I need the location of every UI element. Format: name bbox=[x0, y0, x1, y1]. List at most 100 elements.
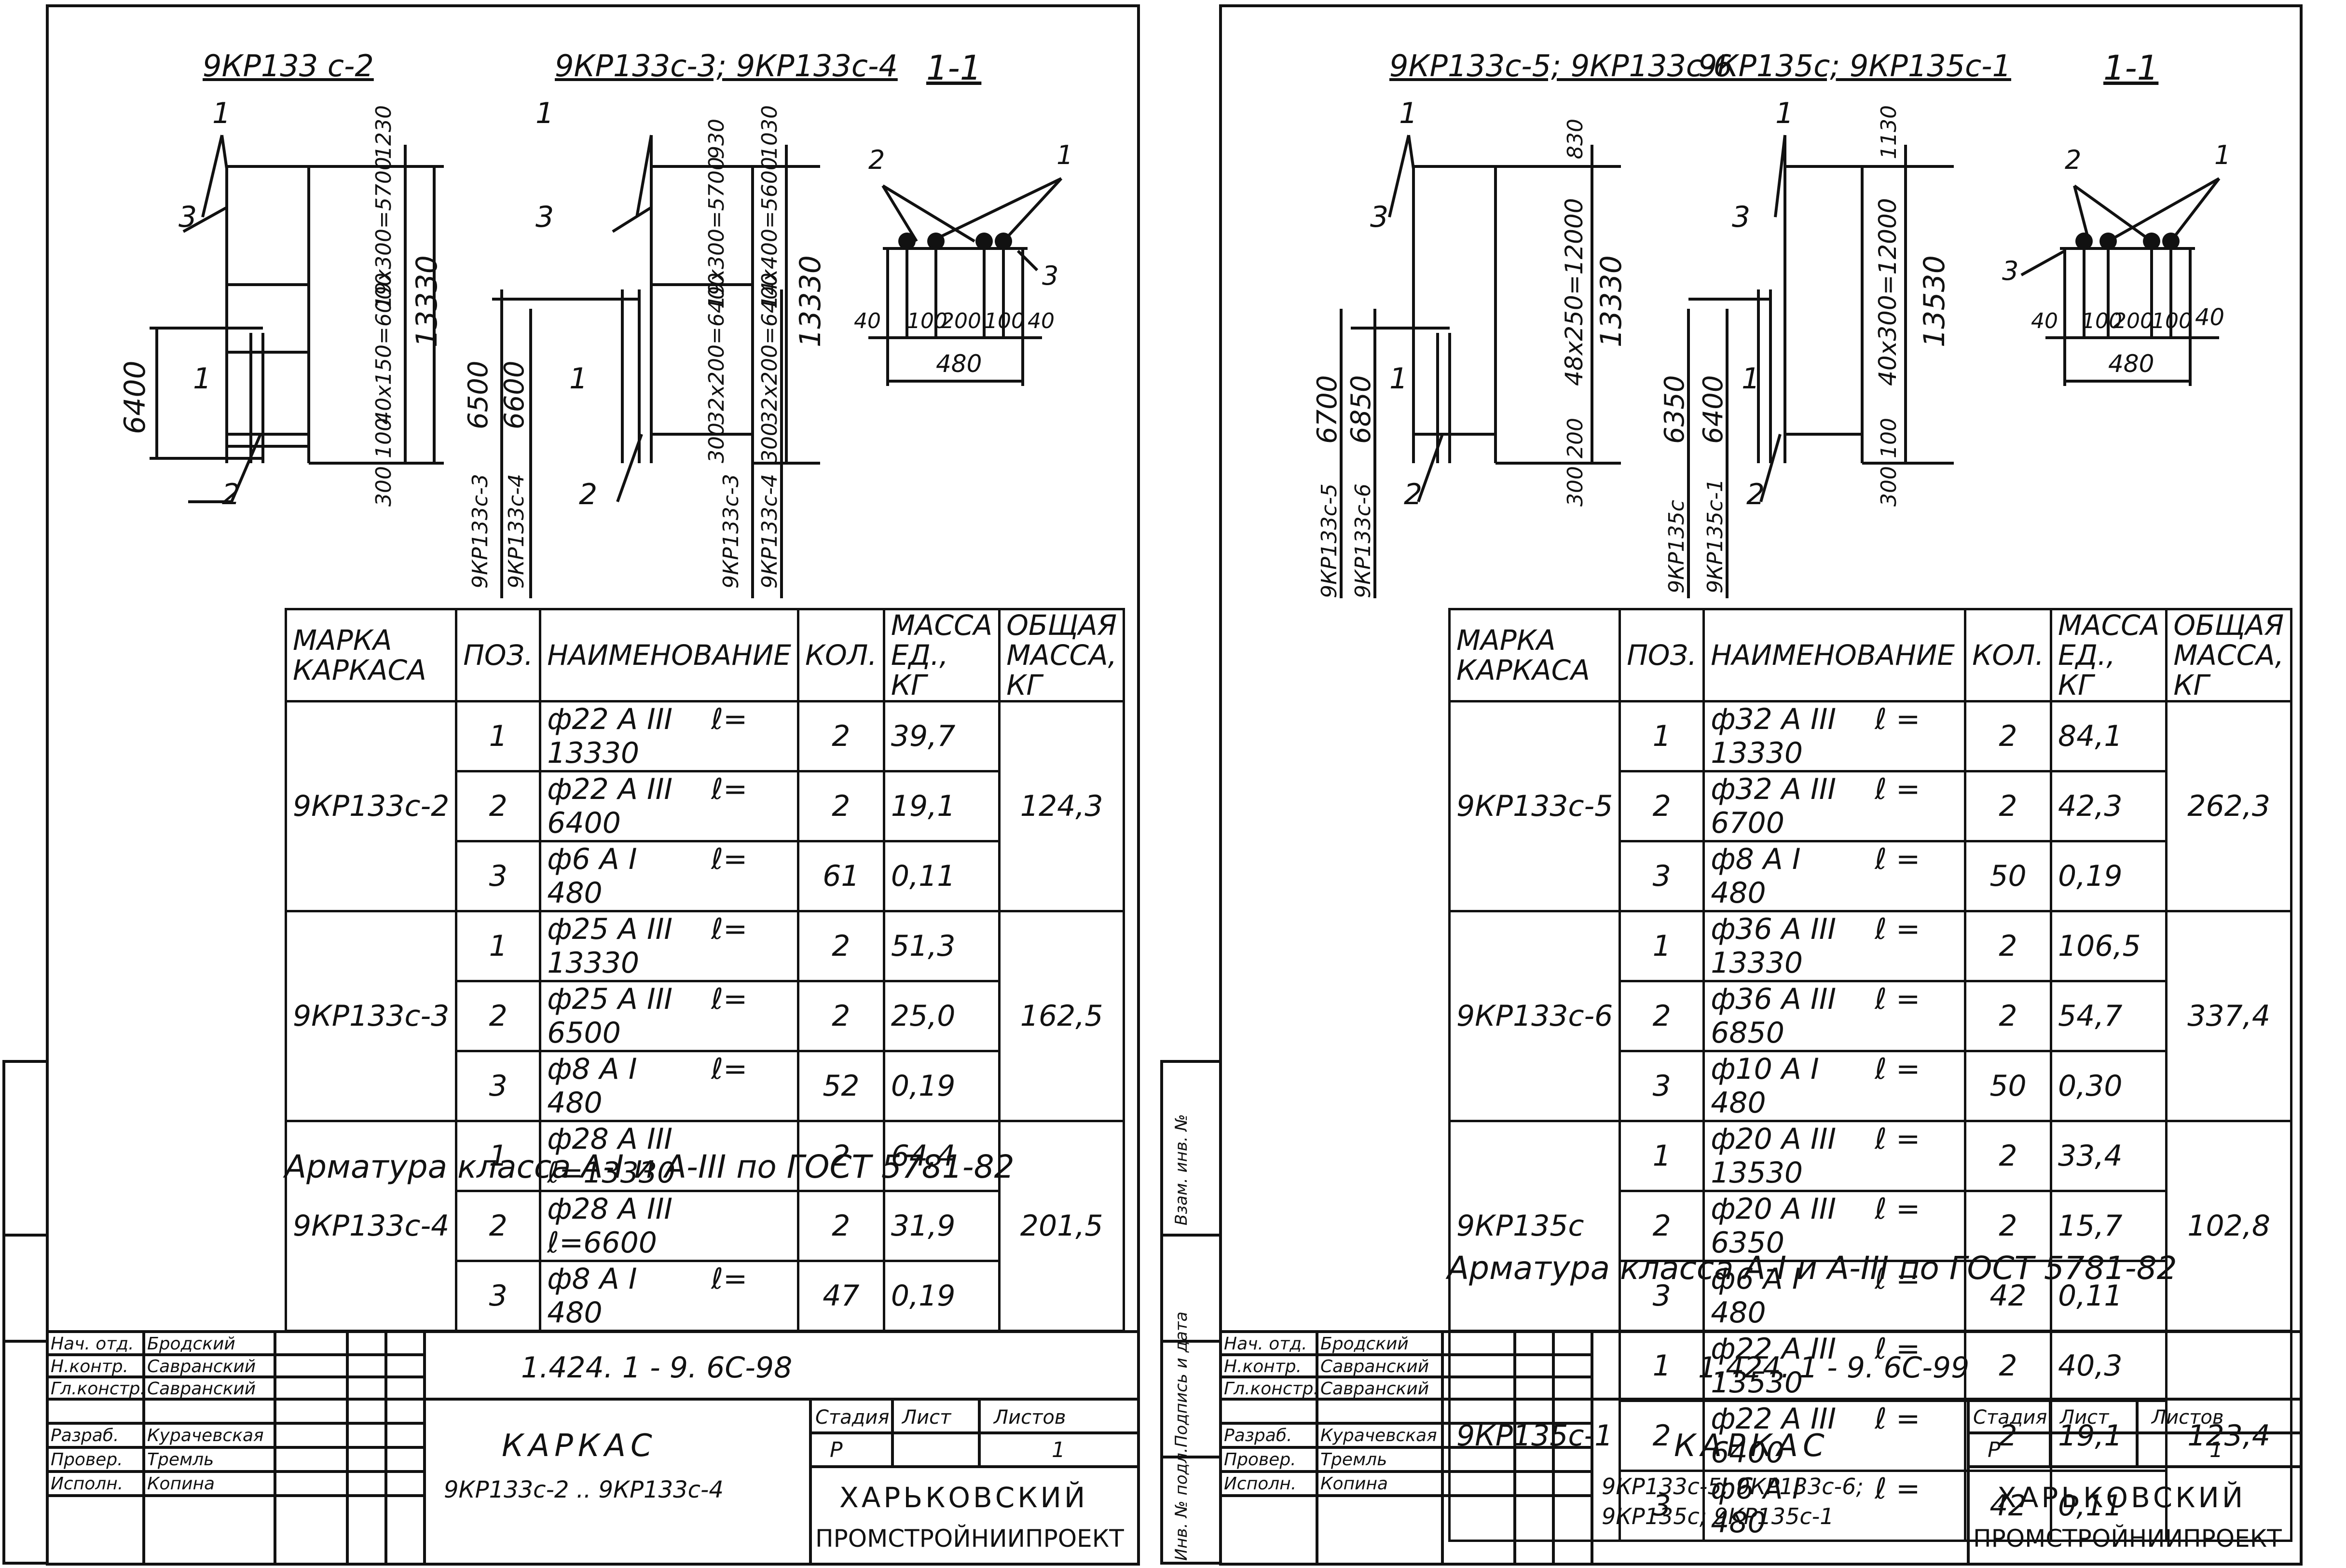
pos-label-2b: 2 bbox=[579, 478, 598, 511]
staff-name: Тремль bbox=[1320, 1450, 1387, 1470]
cell-qty: 2 bbox=[1964, 700, 2052, 772]
col-qty: КОЛ. bbox=[796, 608, 885, 702]
rebar-diameter: ф28 А III bbox=[547, 1122, 673, 1156]
cell-mass: 84,1 bbox=[2049, 700, 2168, 772]
cell-mark: 9КР133с-6 bbox=[1448, 910, 1621, 1122]
staff-name: Копина bbox=[1320, 1474, 1388, 1494]
cell-pos: 1 bbox=[1619, 700, 1705, 772]
rebar-length: ℓ= 6500 bbox=[547, 982, 748, 1050]
staff-role: Разраб. bbox=[1224, 1426, 1292, 1445]
staff-role: Исполн. bbox=[1224, 1474, 1297, 1494]
pos-label-3: 3 bbox=[178, 200, 197, 234]
cell-qty: 2 bbox=[796, 980, 885, 1052]
cell-qty: 2 bbox=[1964, 910, 2052, 982]
sec-dim-5: 40 bbox=[1028, 309, 1055, 333]
mark-a1: 9КР133с-5 bbox=[1317, 483, 1342, 598]
cell-mass: 0,11 bbox=[2049, 1470, 2168, 1542]
cell-name: ф28 А IIIℓ=13330 bbox=[539, 1120, 799, 1192]
rebar-length: ℓ= 13330 bbox=[547, 702, 748, 770]
rebar-diameter: ф32 А III bbox=[1711, 772, 1837, 806]
cell-qty: 2 bbox=[796, 910, 885, 982]
rebar-diameter: ф22 А III bbox=[547, 702, 673, 736]
rebar-diameter: ф6 А I bbox=[1711, 1472, 1801, 1506]
staff-role: Нач. отд. bbox=[1224, 1334, 1307, 1354]
rebar-length: ℓ = 13330 bbox=[1711, 912, 1921, 980]
cell-pos: 1 bbox=[455, 700, 542, 772]
rebar-length: ℓ=13330 bbox=[547, 1156, 676, 1190]
sec-pos-2: 2 bbox=[868, 145, 885, 175]
org-line1: ХАРЬКОВСКИЙ bbox=[1997, 1481, 2246, 1514]
staff-name: Курачевская bbox=[147, 1426, 264, 1445]
rebar-diameter: ф8 А I bbox=[547, 1262, 637, 1296]
mark-b1: 9КР133с-3 bbox=[468, 474, 493, 589]
pos-label-1b: 1 bbox=[535, 96, 554, 130]
cell-mass: 0,11 bbox=[882, 840, 1001, 912]
cell-pos: 2 bbox=[1619, 980, 1705, 1052]
staff-name: Бродский bbox=[147, 1334, 235, 1354]
drawing-sheet-right: Инв. № подл. Подпись и дата Взам. инв. №… bbox=[1158, 0, 2306, 1568]
cell-qty: 2 bbox=[796, 700, 885, 772]
doc-code: 1.424. 1 - 9. 6С-98 bbox=[521, 1351, 793, 1385]
mark-b1: 9КР135с bbox=[1664, 500, 1689, 593]
cell-mass: 39,7 bbox=[882, 700, 1001, 772]
view-label-b: 9КР133с-3; 9КР133с-4 bbox=[555, 48, 898, 83]
sec-pos-2: 2 bbox=[2065, 145, 2082, 175]
doc-name: КАРКАС bbox=[1674, 1428, 1829, 1464]
cell-mass: 15,7 bbox=[2049, 1190, 2168, 1262]
h-sheets: Листов bbox=[2152, 1406, 2224, 1429]
dim-b3: 19х300=5700 bbox=[704, 157, 729, 309]
org-line2: ПРОМСТРОЙНИИПРОЕКТ bbox=[815, 1525, 1124, 1553]
dim-a1: 1230 bbox=[371, 105, 396, 159]
view-label-b: 9КР135с; 9КР135с-1 bbox=[1698, 48, 2011, 83]
sec-dim-5: 40 bbox=[2195, 304, 2225, 331]
pos-label-2b: 2 bbox=[1746, 478, 1765, 511]
dim-a6: 13330 bbox=[410, 255, 444, 347]
rebar-diameter: ф22 А III bbox=[547, 772, 673, 806]
dim-b5: 300 bbox=[1877, 466, 1901, 507]
cell-pos: 2 bbox=[455, 1190, 542, 1262]
col-pos: ПОЗ. bbox=[1619, 608, 1705, 702]
rebar-length: ℓ = 480 bbox=[1711, 842, 1921, 910]
dim-a4: 100 bbox=[371, 418, 396, 458]
cell-qty: 2 bbox=[1964, 770, 2052, 842]
col-mark: МАРКА КАРКАСА bbox=[1448, 608, 1621, 702]
rebar-length: ℓ = 6700 bbox=[1711, 772, 1921, 840]
doc-name-sub: 9КР133с-2 .. 9КР133с-4 bbox=[444, 1476, 724, 1503]
sec-total: 480 bbox=[2108, 350, 2154, 378]
sec-dim-1: 40 bbox=[854, 309, 881, 333]
sec-dim-1: 40 bbox=[2031, 309, 2058, 333]
view-label-a: 9КР133 с-2 bbox=[203, 48, 374, 83]
cell-mass: 0,30 bbox=[2049, 1050, 2168, 1122]
cell-pos: 1 bbox=[455, 910, 542, 982]
cell-pos: 2 bbox=[455, 980, 542, 1052]
cell-pos: 2 bbox=[455, 770, 542, 842]
cell-qty: 52 bbox=[796, 1050, 885, 1122]
rebar-diameter: ф36 А III bbox=[1711, 982, 1837, 1016]
col-name: НАИМЕНОВАНИЕ bbox=[1702, 608, 1967, 702]
dim-b1: 1130 bbox=[1877, 105, 1901, 159]
staff-role: Н.контр. bbox=[1224, 1357, 1302, 1376]
cell-pos: 1 bbox=[1619, 1330, 1705, 1402]
cell-total-mass: 337,4 bbox=[2165, 910, 2292, 1122]
staff-name: Курачевская bbox=[1320, 1426, 1437, 1445]
col-mass: МАССА ЕД., КГ bbox=[882, 608, 1001, 702]
cell-pos: 3 bbox=[1619, 840, 1705, 912]
dim-a4: 200 bbox=[1563, 418, 1588, 458]
staff-name: Савранский bbox=[147, 1379, 256, 1399]
cell-mark: 9КР135с bbox=[1448, 1120, 1621, 1332]
mark-b3: 9КР133с-3 bbox=[719, 474, 743, 589]
dim-b4: 100 bbox=[1877, 418, 1901, 458]
dim-b8: 6500 bbox=[463, 360, 494, 429]
